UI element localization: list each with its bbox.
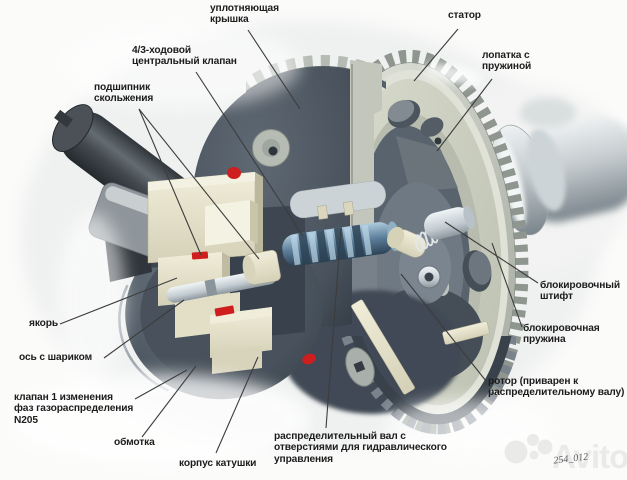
vane-window	[396, 136, 458, 192]
red-marker-coil	[214, 305, 235, 317]
red-marker-bearing	[191, 251, 209, 260]
label-armature: якорь	[29, 318, 59, 329]
stator-face-holes	[387, 99, 492, 292]
label-coil-body: корпус катушки	[179, 458, 257, 469]
bearing-ring	[242, 249, 281, 286]
bolt-boss	[345, 347, 375, 387]
label-winding: обмотка	[114, 437, 155, 448]
red-markers	[191, 167, 316, 365]
label-axle-with-ball: ось с шариком	[19, 352, 93, 363]
avito-dots-icon	[504, 434, 553, 464]
figure-number: 254_012	[553, 451, 589, 466]
watermark: Avito 254_012	[504, 434, 627, 475]
red-marker-top	[227, 167, 241, 179]
leader-lines	[59, 28, 539, 454]
locking-pin-part	[387, 226, 427, 258]
label-stator: статор	[448, 10, 481, 21]
red-marker-bottom	[302, 353, 316, 365]
central-valve-assembly	[166, 180, 475, 303]
watermark-brand: Avito	[552, 438, 627, 475]
vane-parts	[345, 299, 490, 395]
